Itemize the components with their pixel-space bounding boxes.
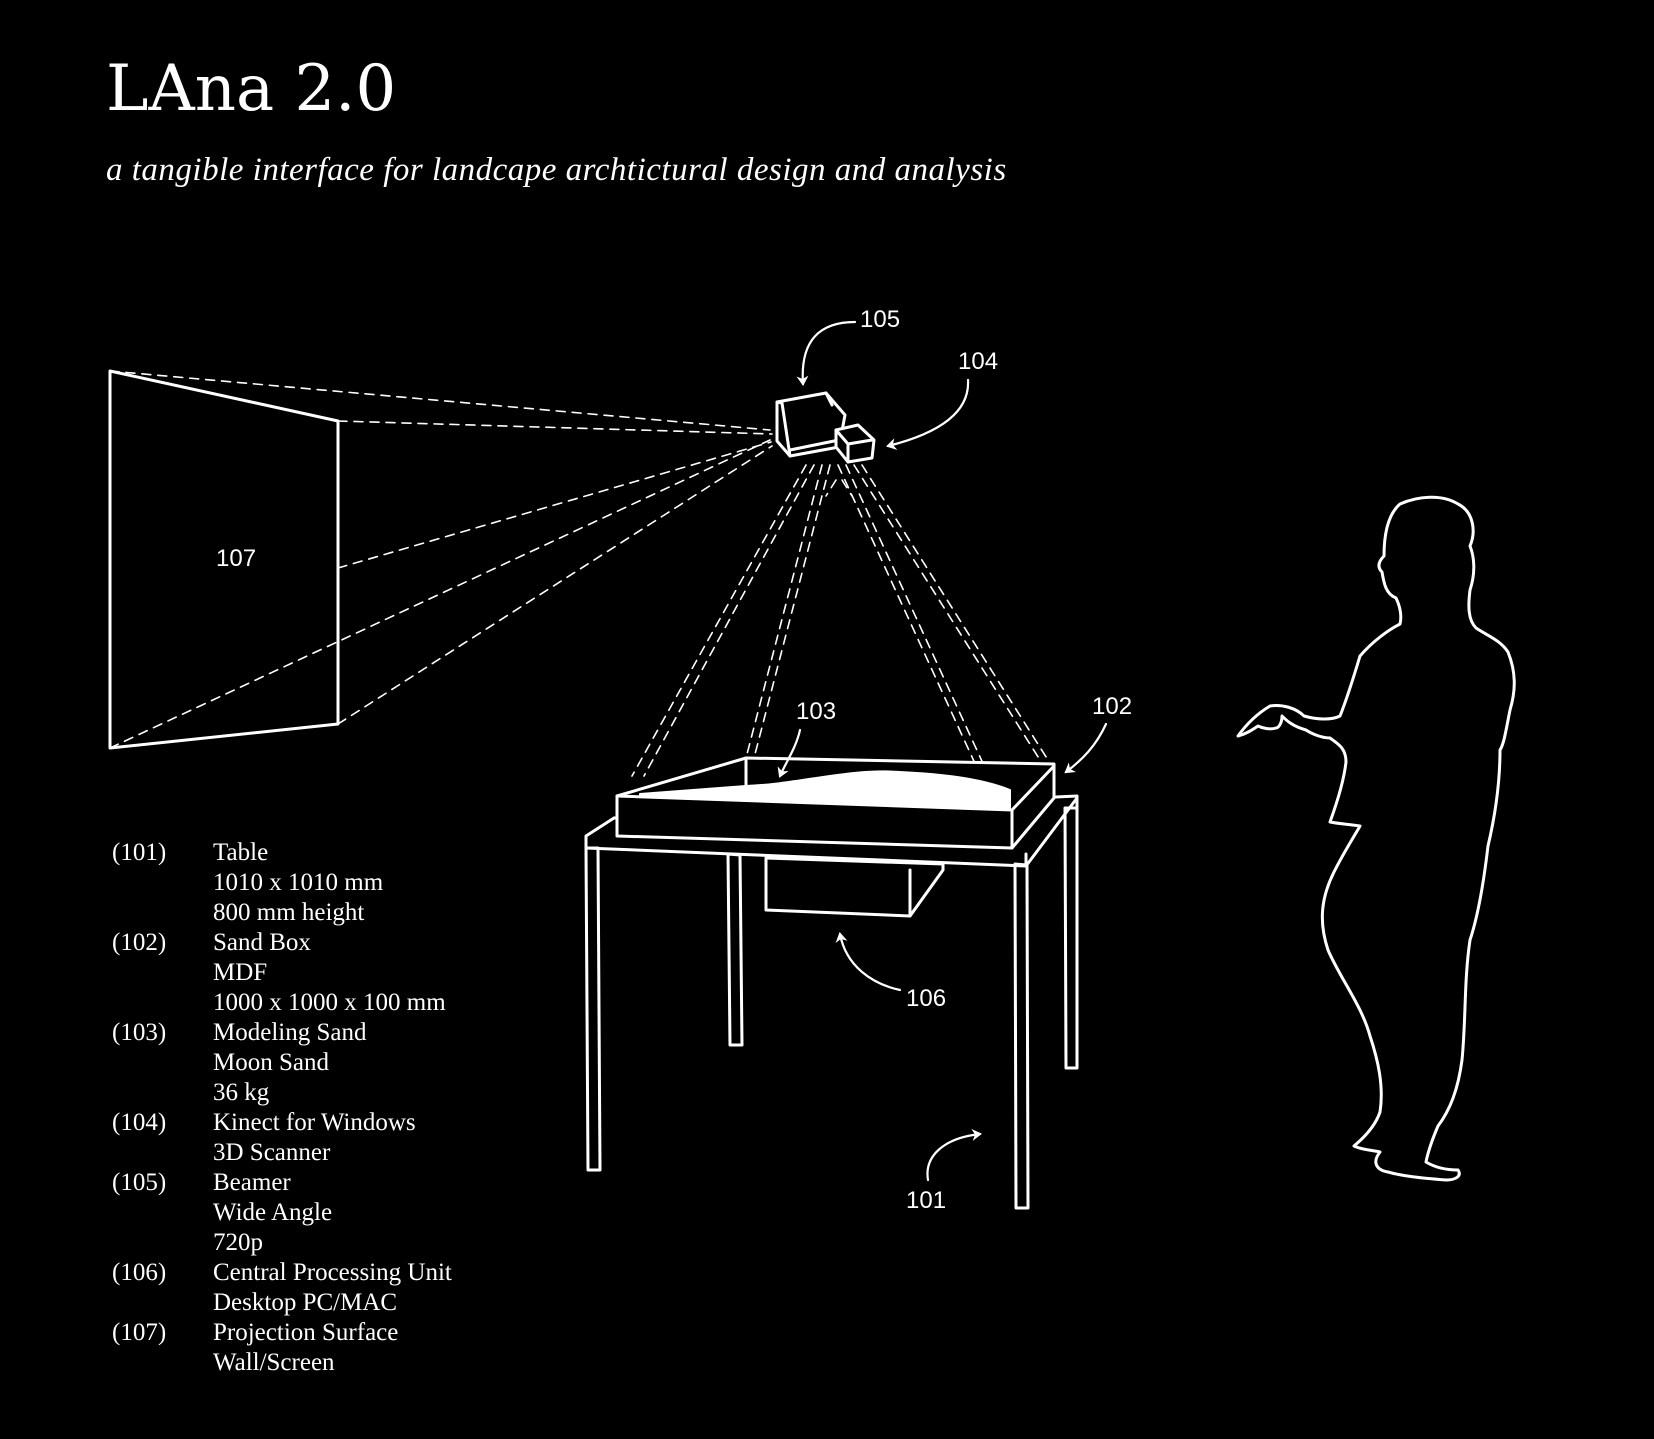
table <box>584 794 1079 1210</box>
cpu-box <box>764 856 945 918</box>
legend-number: (102) <box>112 929 167 956</box>
arrow-103 <box>777 728 802 778</box>
legend-line: MDF <box>213 959 268 986</box>
callout-103: 103 <box>796 698 836 725</box>
legend-item-105: (105) Beamer Wide Angle 720p <box>112 1168 452 1258</box>
callout-107: 107 <box>216 545 256 572</box>
callout-106: 106 <box>906 985 946 1012</box>
callout-104: 104 <box>958 348 998 375</box>
legend-line: Sand Box <box>213 929 311 956</box>
legend-line: 720p <box>213 1229 263 1256</box>
kinect-sensor <box>834 423 876 464</box>
legend-line: 800 mm height <box>213 899 365 926</box>
page-title: LAna 2.0 <box>106 52 397 126</box>
legend-line: Wide Angle <box>213 1199 333 1226</box>
legend-line: Wall/Screen <box>213 1349 335 1376</box>
legend-number: (101) <box>112 839 167 866</box>
arrow-102 <box>1064 722 1108 774</box>
legend-number: (103) <box>112 1019 167 1046</box>
projection-rays-to-wall <box>109 370 773 749</box>
legend-line: Projection Surface <box>213 1319 399 1346</box>
legend-line: Desktop PC/MAC <box>213 1289 398 1316</box>
callout-arrows <box>777 320 1108 1182</box>
legend-item-103: (103) Modeling Sand Moon Sand 36 kg <box>112 1018 452 1108</box>
legend-line: Beamer <box>213 1169 291 1196</box>
projection-rays-to-sandbox <box>631 464 1049 777</box>
legend-line: 3D Scanner <box>213 1139 331 1166</box>
callout-105: 105 <box>860 306 900 333</box>
legend-item-106: (106) Central Processing Unit Desktop PC… <box>112 1258 452 1318</box>
legend-line: Kinect for Windows <box>213 1109 416 1136</box>
legend-number: (107) <box>112 1319 167 1346</box>
legend-number: (106) <box>112 1259 167 1286</box>
legend-line: Central Processing Unit <box>213 1259 452 1286</box>
callout-101: 101 <box>906 1187 946 1214</box>
arrow-104 <box>886 378 970 450</box>
legend-line: Modeling Sand <box>213 1019 367 1046</box>
arrow-105 <box>796 320 857 386</box>
callout-102: 102 <box>1092 693 1132 720</box>
legend-number: (105) <box>112 1169 167 1196</box>
legend-item-104: (104) Kinect for Windows 3D Scanner <box>112 1108 452 1168</box>
person-silhouette <box>1236 495 1516 1182</box>
modeling-sand <box>639 770 1011 809</box>
legend-item-101: (101) Table 1010 x 1010 mm 800 mm height <box>112 838 452 928</box>
legend-line: Table <box>213 839 269 866</box>
legend-number: (104) <box>112 1109 167 1136</box>
component-legend: (101) Table 1010 x 1010 mm 800 mm height… <box>112 838 452 1378</box>
legend-line: Moon Sand <box>213 1049 329 1076</box>
legend-line: 36 kg <box>213 1079 270 1106</box>
legend-item-107: (107) Projection Surface Wall/Screen <box>112 1318 452 1378</box>
legend-line: 1010 x 1010 mm <box>213 869 384 896</box>
arrow-106 <box>835 932 902 992</box>
page-subtitle: a tangible interface for landcape archti… <box>106 152 1007 188</box>
legend-item-102: (102) Sand Box MDF 1000 x 1000 x 100 mm <box>112 928 452 1018</box>
legend-line: 1000 x 1000 x 100 mm <box>213 989 446 1016</box>
arrow-101 <box>926 1128 982 1182</box>
beamer <box>775 391 847 458</box>
